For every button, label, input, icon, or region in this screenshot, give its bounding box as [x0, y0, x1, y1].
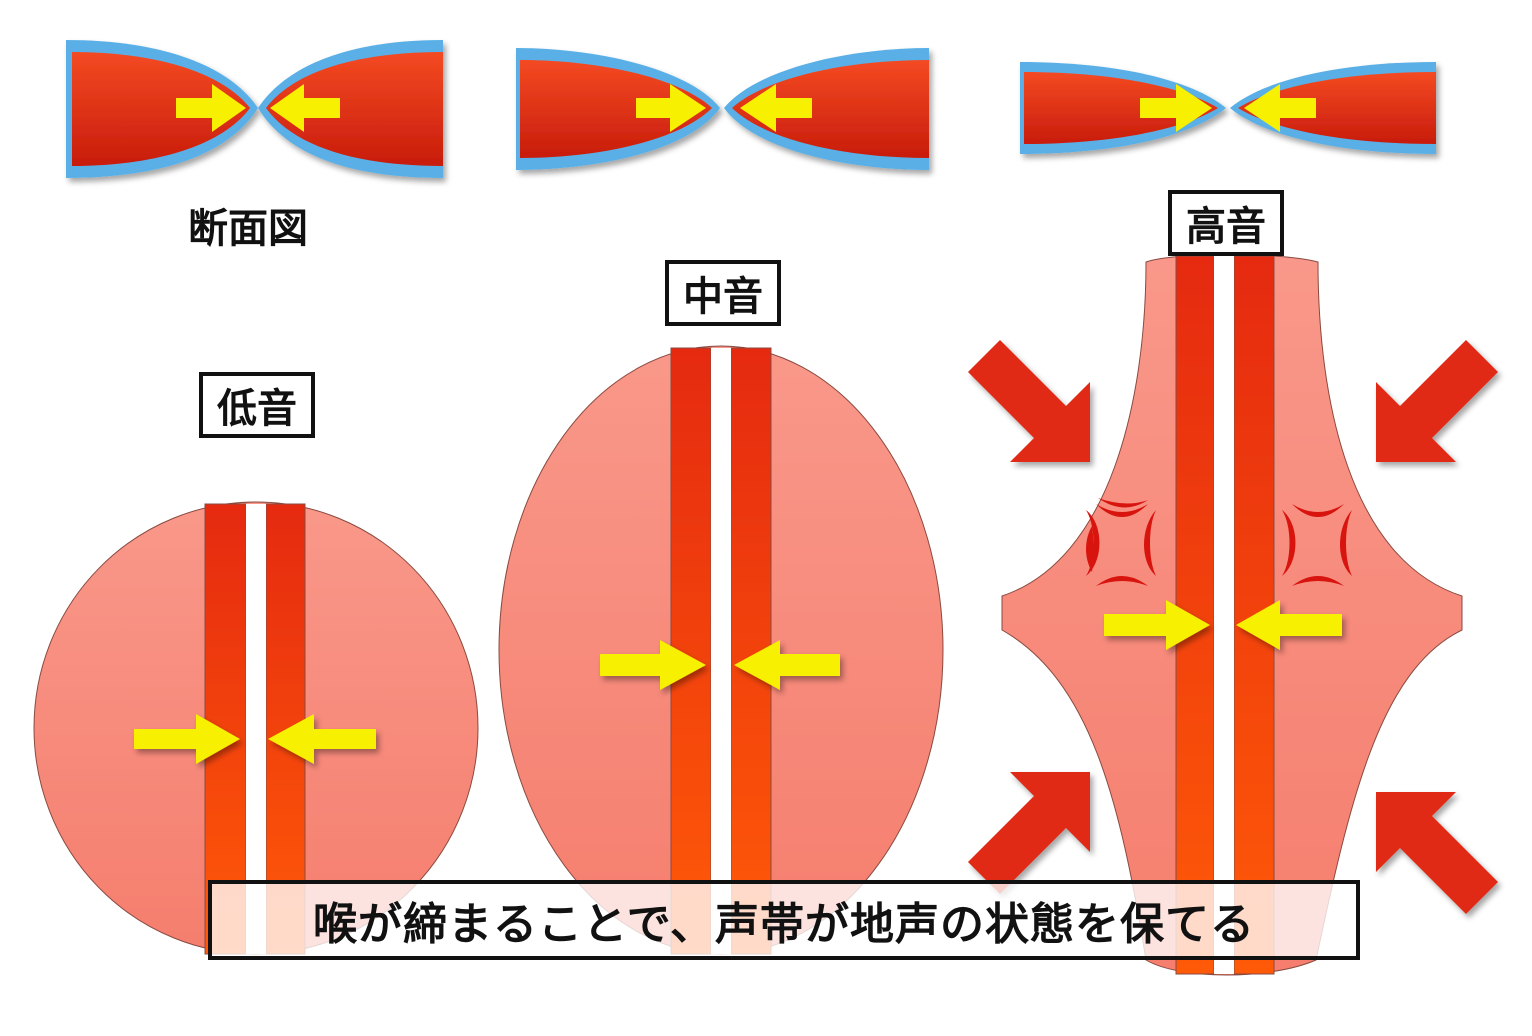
- yellow-arrow-icon: [134, 714, 240, 764]
- yellow-arrow-icon: [270, 84, 340, 132]
- yellow-arrow-icon: [176, 84, 246, 132]
- cross-section-high: [1020, 62, 1436, 154]
- glottis-gap: [711, 348, 731, 954]
- anger-mark-icon: [1086, 498, 1156, 586]
- yellow-arrow-icon: [1140, 84, 1212, 132]
- throat-low: [33, 501, 479, 955]
- yellow-arrow-icon: [636, 84, 706, 132]
- anger-mark-icon: [1282, 504, 1352, 586]
- red-arrow-icon: [1376, 340, 1498, 462]
- yellow-arrow-icon: [268, 714, 376, 764]
- throat-mid: [498, 345, 944, 955]
- yellow-arrow-icon: [740, 84, 812, 132]
- yellow-arrow-icon: [1236, 600, 1342, 650]
- yellow-arrow-icon: [1104, 600, 1210, 650]
- yellow-arrow-icon: [1244, 84, 1316, 132]
- glottis-gap: [246, 504, 266, 954]
- yellow-arrow-icon: [734, 640, 840, 690]
- red-arrow-icon: [968, 772, 1090, 894]
- cross-section-label: 断面図: [188, 206, 308, 252]
- low-voice-label: 低音: [199, 372, 315, 438]
- cross-section-mid: [516, 48, 929, 170]
- red-arrow-icon: [1376, 792, 1498, 914]
- red-arrow-icon: [968, 340, 1090, 462]
- glottis-gap: [1214, 256, 1234, 974]
- mid-voice-label: 中音: [665, 260, 781, 326]
- yellow-arrow-icon: [600, 640, 706, 690]
- high-voice-label: 高音: [1168, 190, 1284, 256]
- cross-section-low: [66, 40, 443, 178]
- throat-high: [968, 254, 1498, 976]
- caption: 喉が締まることで、声帯が地声の状態を保てる: [208, 880, 1360, 960]
